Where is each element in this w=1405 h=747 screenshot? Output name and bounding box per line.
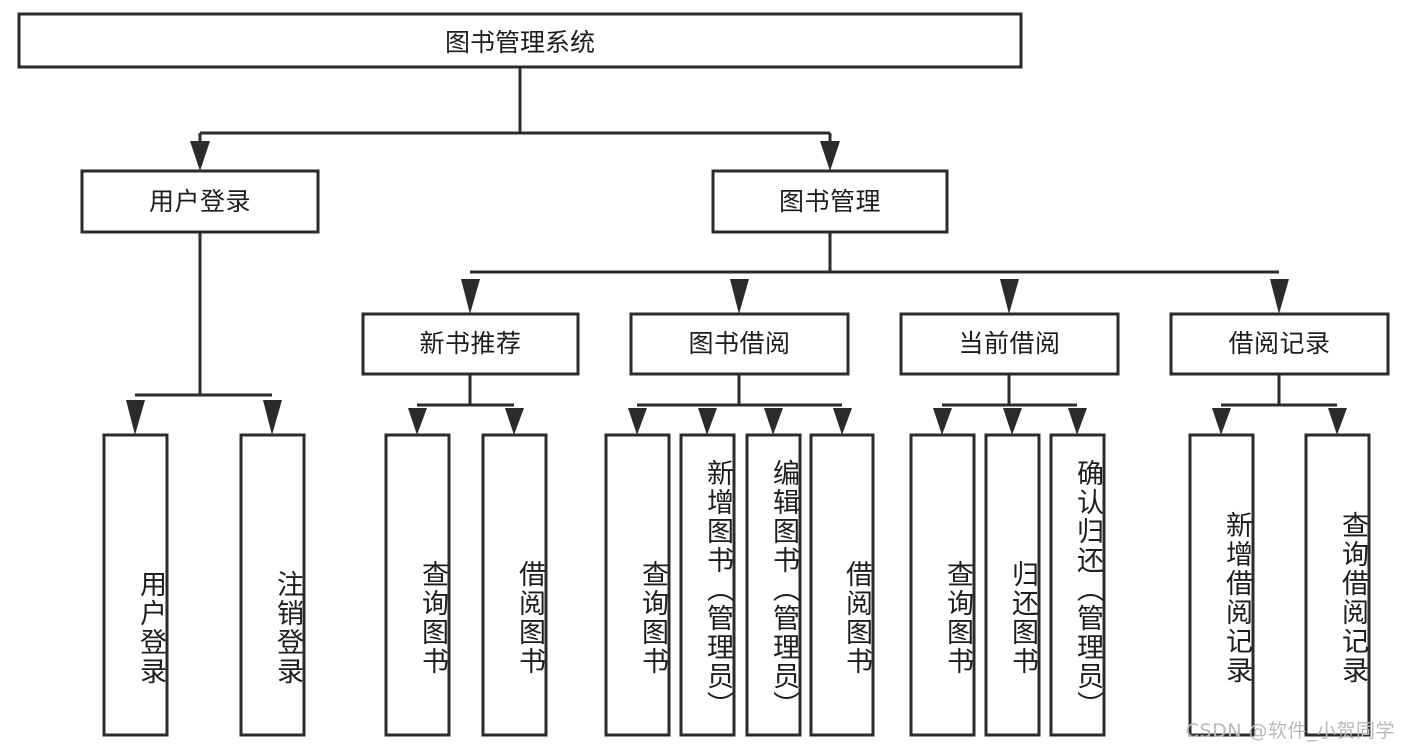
arrow-borrow-record-leaf-0	[1212, 408, 1231, 435]
arrow-current-borrow-leaf-2	[1068, 408, 1087, 435]
box-leaf-user-login-0[interactable]	[102, 433, 169, 737]
arrow-to-user-login	[190, 141, 210, 171]
arrow-current-borrow-leaf-0	[933, 408, 952, 435]
box-leaf-book-borrow-3[interactable]	[809, 433, 875, 737]
box-root[interactable]	[17, 12, 1023, 69]
box-book-borrow[interactable]	[629, 312, 850, 376]
box-leaf-current-borrow-1[interactable]	[984, 433, 1041, 737]
arrow-book-borrow-leaf-2	[764, 408, 783, 435]
arrow-book-borrow-leaf-1	[698, 408, 717, 435]
box-leaf-borrow-record-1[interactable]	[1304, 433, 1371, 737]
arrow-current-borrow-leaf-1	[1003, 408, 1022, 435]
arrow-to-book-borrow	[730, 279, 749, 314]
box-leaf-book-borrow-1[interactable]	[679, 433, 736, 737]
box-leaf-borrow-record-0[interactable]	[1188, 433, 1255, 737]
arrow-book-borrow-leaf-3	[833, 408, 852, 435]
box-leaf-current-borrow-2[interactable]	[1049, 433, 1106, 737]
box-leaf-book-borrow-2[interactable]	[745, 433, 802, 737]
arrow-to-borrow-record	[1270, 279, 1289, 314]
box-user-login[interactable]	[80, 169, 320, 234]
arrow-book-borrow-leaf-0	[628, 408, 647, 435]
box-borrow-record[interactable]	[1169, 312, 1390, 376]
arrow-to-current-borrow	[1000, 279, 1019, 314]
box-leaf-current-borrow-0[interactable]	[909, 433, 976, 737]
arrow-to-book-management	[820, 141, 840, 171]
arrow-to-new-book-recommend	[461, 279, 480, 314]
arrow-new-book-leaf-0	[408, 408, 427, 435]
box-leaf-new-book-1[interactable]	[481, 433, 548, 737]
box-new-book-recommend[interactable]	[361, 312, 580, 376]
box-book-management[interactable]	[711, 169, 949, 234]
box-leaf-new-book-0[interactable]	[384, 433, 451, 737]
arrow-new-book-leaf-1	[505, 408, 524, 435]
box-leaf-book-borrow-0[interactable]	[604, 433, 671, 737]
box-leaf-user-login-1[interactable]	[239, 433, 306, 737]
box-current-borrow[interactable]	[899, 312, 1120, 376]
arrow-borrow-record-leaf-1	[1328, 408, 1347, 435]
arrow-user-login-leaf-1	[263, 400, 282, 435]
watermark-text: CSDN @软件_小贺同学	[1185, 720, 1395, 742]
arrow-user-login-leaf-0	[126, 400, 145, 435]
